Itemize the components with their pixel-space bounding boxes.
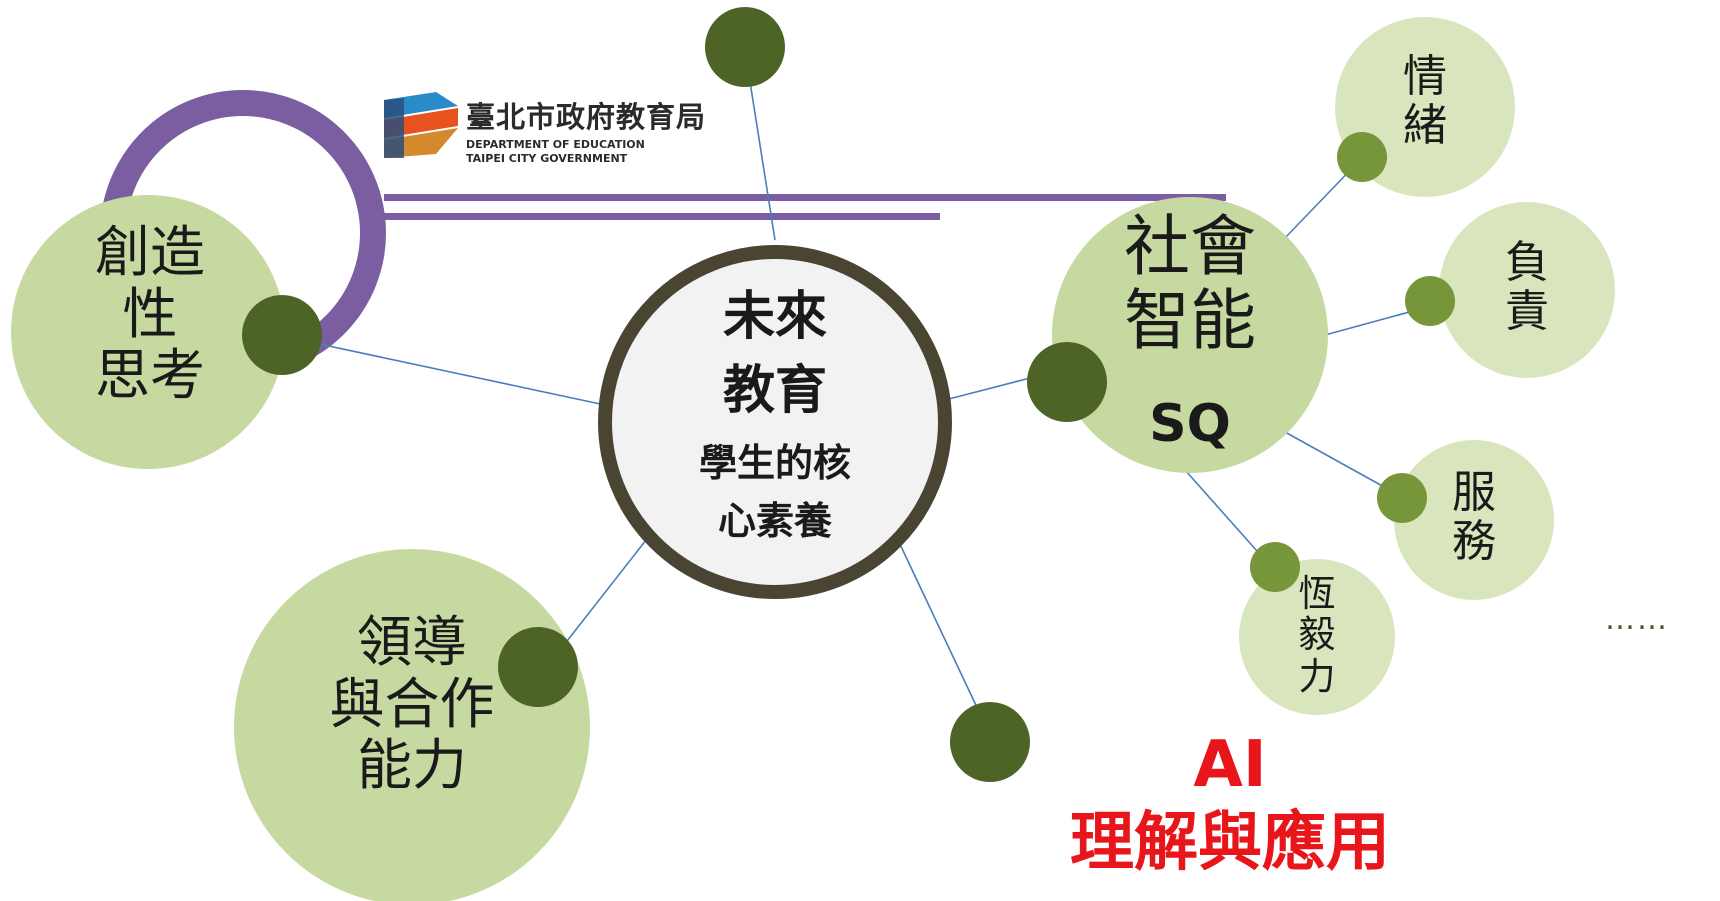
line-service	[1284, 431, 1396, 494]
creativity-label: 創造 性 思考	[94, 220, 205, 408]
purple-bar-short	[384, 213, 940, 220]
top-node-dot	[705, 7, 785, 87]
social-dot	[1027, 342, 1107, 422]
perseverance-dot	[1250, 542, 1300, 592]
more-ellipsis: ……	[1605, 602, 1669, 637]
emotion-label: 情 緒	[1403, 51, 1447, 152]
logo-title: 臺北市政府教育局	[466, 100, 707, 134]
service-dot	[1377, 473, 1427, 523]
leadership-circle	[234, 549, 590, 901]
creativity-circle	[11, 195, 285, 469]
center-subtitle-1: 學生的核	[698, 441, 851, 485]
center-title-1: 未來	[722, 287, 827, 347]
center-circle	[598, 245, 952, 599]
perseverance-circle	[1239, 559, 1395, 715]
taipei-education-logo: 臺北市政府教育局 DEPARTMENT OF EDUCATION TAIPEI …	[384, 92, 734, 172]
leadership-dot	[498, 627, 578, 707]
line-perseverance	[1184, 469, 1266, 561]
logo-subtitle-line1: DEPARTMENT OF EDUCATION	[466, 138, 645, 151]
social-sq-label: SQ	[1149, 394, 1231, 454]
perseverance-label: 恆 毅 力	[1298, 572, 1336, 698]
logo-mark-icon	[384, 92, 458, 158]
social-circle	[1052, 197, 1328, 473]
responsibility-dot	[1405, 276, 1455, 326]
social-label: 社會 智能	[1124, 208, 1256, 359]
ai-understanding-label: 理解與應用	[1070, 806, 1390, 880]
bottom-node-dot	[950, 702, 1030, 782]
center-subtitle-2: 心素養	[717, 499, 832, 543]
responsibility-circle	[1439, 202, 1615, 378]
line-social	[944, 377, 1031, 401]
line-leadership	[559, 534, 651, 651]
responsibility-label: 負 責	[1505, 237, 1549, 338]
leadership-label: 領導 與合作 能力	[329, 610, 495, 798]
service-circle	[1394, 440, 1554, 600]
creativity-dot	[242, 295, 322, 375]
center-title-2: 教育	[722, 361, 827, 421]
logo-subtitle-line2: TAIPEI CITY GOVERNMENT	[466, 152, 628, 165]
line-bottom-node	[897, 539, 991, 736]
emotion-dot	[1337, 132, 1387, 182]
service-label: 服 務	[1452, 467, 1496, 568]
ai-label: AI	[1193, 728, 1267, 802]
purple-bar-long	[384, 194, 1226, 201]
line-creativity	[309, 341, 606, 406]
